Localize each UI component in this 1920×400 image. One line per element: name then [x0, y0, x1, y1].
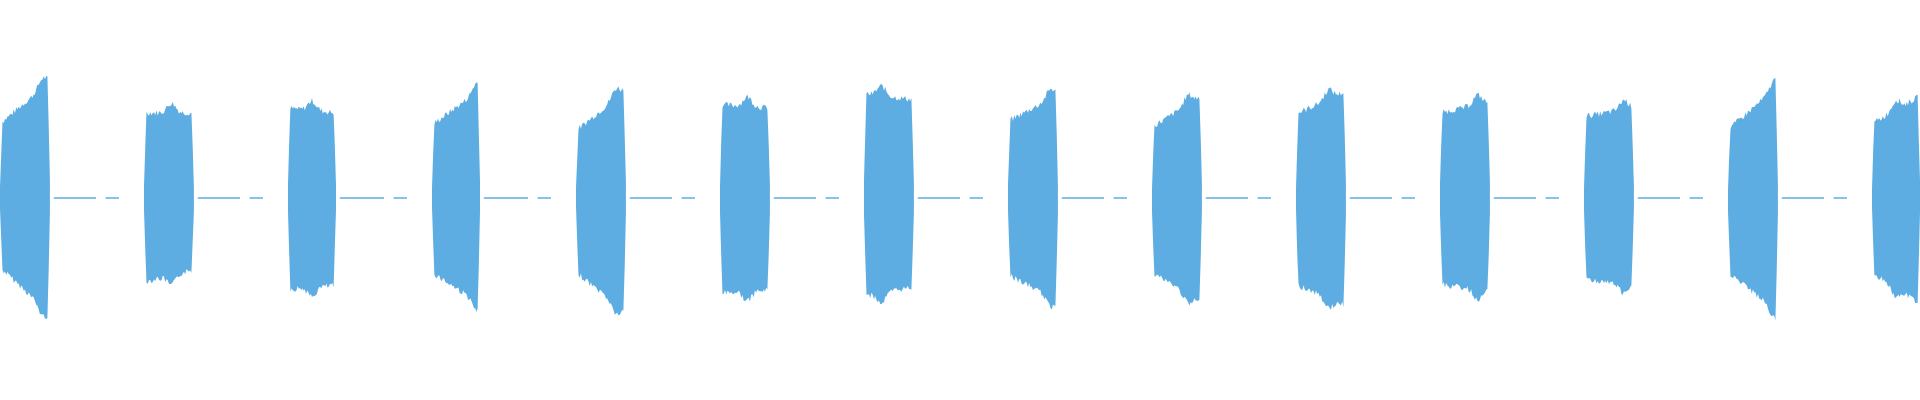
waveform-burst-5 — [576, 86, 626, 316]
waveform-burst-9 — [1152, 92, 1202, 306]
waveform-burst-4 — [432, 82, 480, 312]
waveform-burst-12 — [1584, 99, 1634, 295]
waveform-burst-8 — [1008, 88, 1058, 310]
waveform-bursts — [0, 76, 1920, 321]
waveform-burst-10 — [1296, 87, 1346, 310]
waveform-burst-6 — [720, 94, 770, 302]
waveform-burst-1 — [0, 76, 50, 320]
waveform-burst-3 — [288, 98, 336, 298]
waveform-burst-14 — [1872, 94, 1920, 304]
waveform-burst-2 — [144, 101, 194, 285]
waveform-burst-11 — [1440, 92, 1490, 302]
waveform-burst-7 — [864, 84, 914, 305]
waveform-burst-13 — [1728, 77, 1778, 321]
